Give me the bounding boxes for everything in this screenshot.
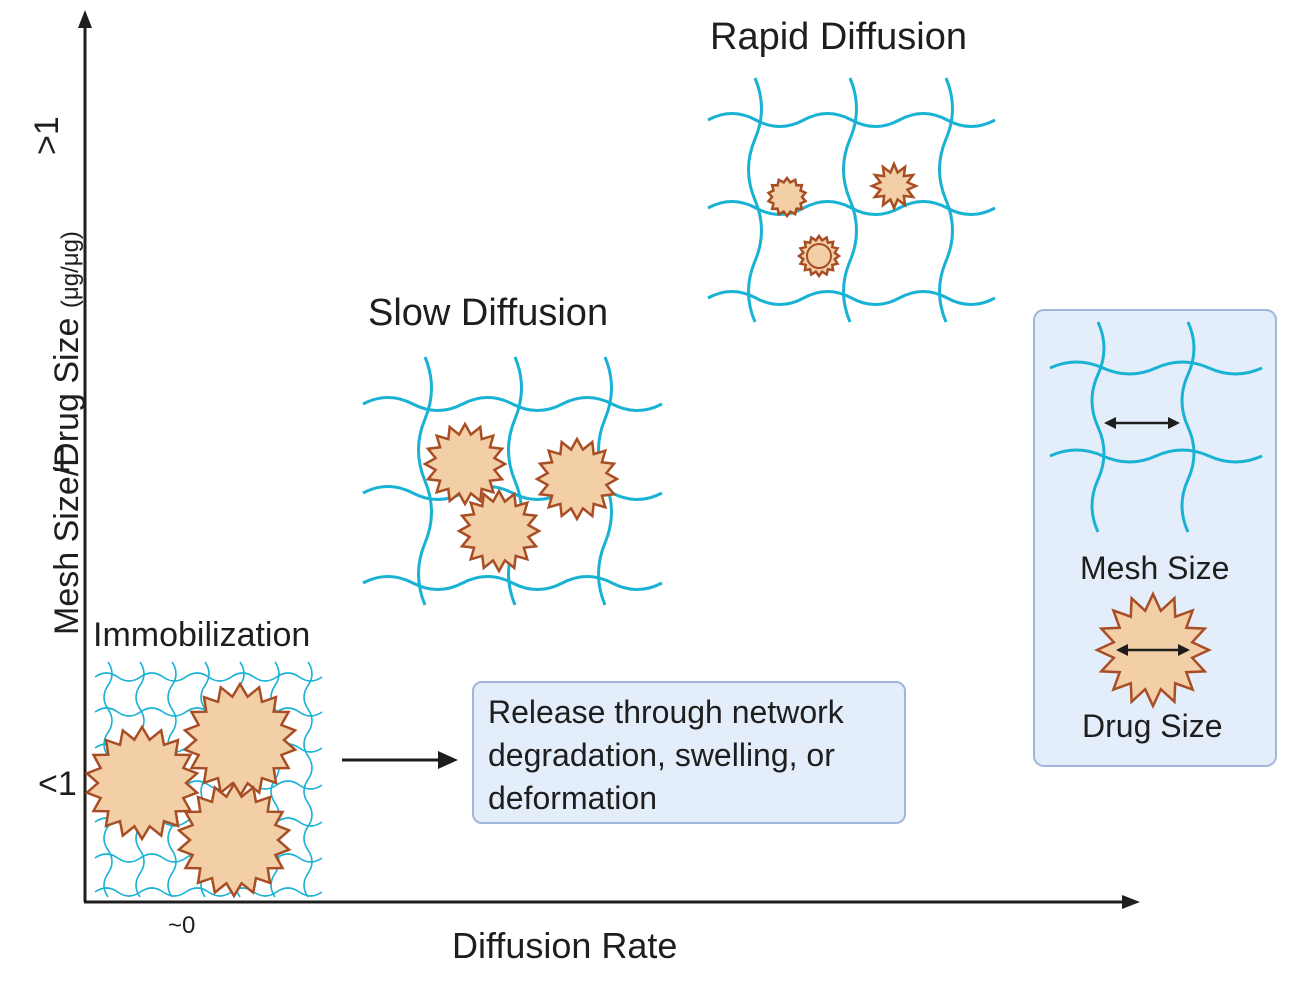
mesh-size-arrow <box>1104 417 1180 429</box>
drug-size-label: Drug Size <box>1082 708 1223 744</box>
mesh-strand-vertical <box>747 77 763 323</box>
mesh-strand-horizontal <box>707 290 996 306</box>
mesh-strand-vertical <box>842 77 858 323</box>
slow-diffusion-title: Slow Diffusion <box>368 292 609 334</box>
legend-mesh-icon <box>1049 321 1263 533</box>
drug-size-arrow <box>1116 644 1190 656</box>
drug-particle <box>534 436 620 522</box>
x-tick-approx-zero: ~0 <box>168 912 196 939</box>
drug-particle <box>422 421 508 507</box>
y-axis-label: Mesh Size/Drug Size (μg/μg) <box>48 231 87 635</box>
y-axis-arrowhead <box>78 10 92 28</box>
mesh-size-label: Mesh Size <box>1080 550 1230 586</box>
x-axis-arrowhead <box>1122 895 1140 909</box>
drug-particles <box>84 160 920 899</box>
immobilization-title: Immobilization <box>93 616 311 654</box>
mesh-strand-horizontal <box>1049 360 1263 376</box>
mesh-strand-horizontal <box>362 575 663 591</box>
release-arrowhead <box>438 751 458 769</box>
mesh-strand-horizontal <box>707 112 996 128</box>
mesh-strand-vertical <box>303 661 313 898</box>
legend-box <box>1033 309 1277 767</box>
mesh-strand-vertical <box>1180 321 1196 533</box>
y-tick-less-than-1: <1 <box>38 765 77 803</box>
mesh-strand-horizontal <box>94 887 323 897</box>
x-axis-label: Diffusion Rate <box>452 925 678 966</box>
mesh-strand-vertical <box>417 356 433 606</box>
rapid-diffusion-title: Rapid Diffusion <box>710 16 968 58</box>
mesh-strand-horizontal <box>1049 448 1263 464</box>
drug-particle <box>176 781 292 899</box>
rapid-diffusion-mesh <box>707 77 996 323</box>
release-text: Release through network degradation, swe… <box>488 694 844 816</box>
mesh-strand-horizontal <box>362 396 663 412</box>
drug-particle <box>766 175 808 219</box>
y-axis-label-unit: (μg/μg) <box>57 231 84 309</box>
drug-particle <box>456 488 542 574</box>
mesh-strand-vertical <box>1090 321 1106 533</box>
y-tick-greater-than-1: >1 <box>28 116 66 155</box>
drug-particle <box>868 160 920 212</box>
release-box: Release through network degradation, swe… <box>472 681 906 824</box>
drug-particle-core <box>806 243 832 269</box>
y-tick-1: 1 <box>52 441 71 479</box>
drug-particle <box>84 724 200 842</box>
mesh-strand-vertical <box>938 77 954 323</box>
